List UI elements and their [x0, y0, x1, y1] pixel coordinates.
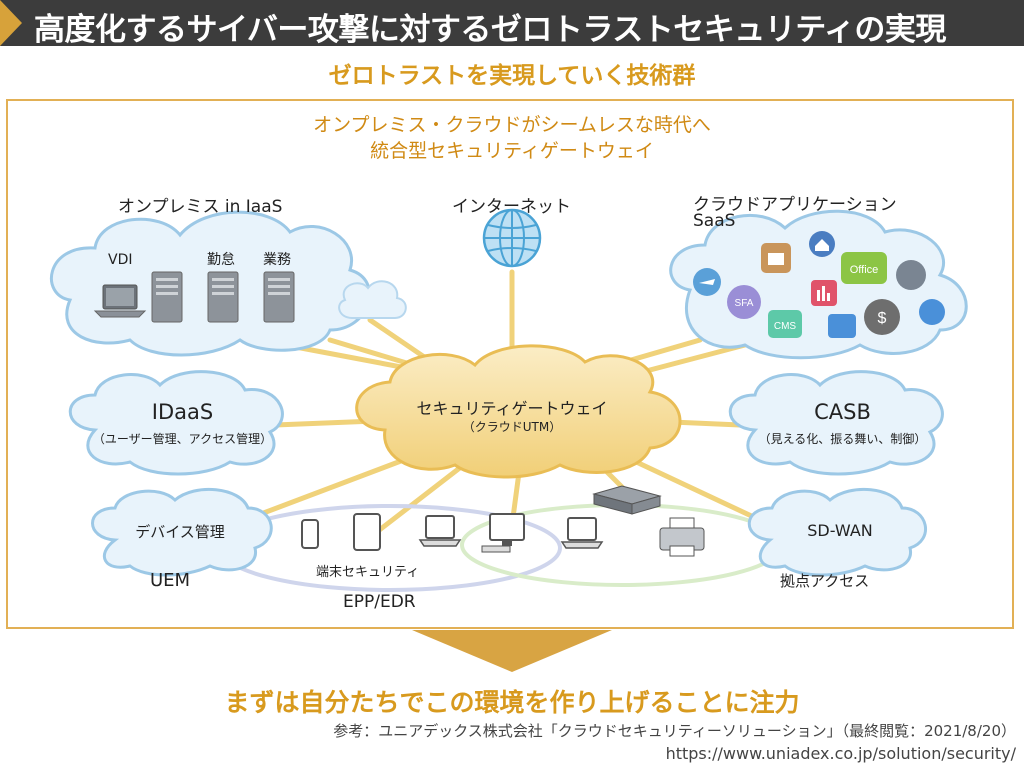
router-icon: [592, 485, 662, 515]
conclusion-text: まずは自分たちでこの環境を作り上げることに注力: [224, 688, 800, 717]
vdi-label: VDI: [108, 252, 133, 268]
smartphone-icon: [301, 519, 319, 549]
server-icon-3: [263, 271, 295, 323]
desktop-pc-icon: [481, 513, 525, 553]
saas-app-icons: Office SFA CMS $: [693, 231, 945, 338]
app-sfa-icon: [727, 285, 761, 319]
gateway-cloud: [355, 344, 682, 479]
endpoint-security-label: 端末セキュリティ: [316, 565, 420, 580]
dollar-bag-icon: [864, 299, 900, 335]
uem-label: UEM: [150, 570, 191, 591]
device-mgmt-label: デバイス管理: [135, 523, 225, 541]
laptop-icon: [93, 284, 147, 318]
idaas-cloud: [68, 370, 284, 476]
app-office-label: Office: [850, 264, 879, 276]
down-arrow-icon: [412, 630, 612, 672]
diagram-frame: [6, 99, 1014, 629]
printer-icon: [659, 517, 705, 557]
tablet-icon: [353, 513, 381, 551]
reference-line1: 参考：ユニアデックス株式会社「クラウドセキュリティーソリューション」（最終閲覧：…: [333, 722, 1016, 740]
header-banner: 高度化するサイバー攻撃に対するゼロトラストセキュリティの実現: [0, 0, 1024, 48]
branch-access-label: 拠点アクセス: [780, 572, 870, 590]
svg-text:$: $: [878, 310, 887, 327]
casb-cloud: [728, 370, 944, 476]
sdwan-cloud: [747, 487, 927, 577]
frame-heading-line1: オンプレミス・クラウドがシームレスな時代へ: [313, 114, 711, 136]
folder-icon: [828, 314, 856, 338]
saas-label: SaaS: [693, 211, 736, 231]
app-cms-label: CMS: [774, 321, 797, 332]
app-office-icon: [841, 252, 887, 284]
onprem-title: オンプレミス in IaaS: [118, 197, 283, 217]
laptop-icon-endpoint: [418, 515, 462, 547]
cloudapp-title: クラウドアプリケーション: [693, 195, 897, 215]
business-label: 業務: [263, 252, 291, 268]
server-icon-2: [207, 271, 239, 323]
globe-icon: [482, 208, 542, 268]
small-cloud-icon: [338, 280, 407, 319]
cloud-upload-icon: [919, 299, 945, 325]
attendance-label: 勤怠: [207, 252, 235, 268]
page-title: 高度化するサイバー攻撃に対するゼロトラストセキュリティの実現: [34, 12, 946, 48]
gateway-sub: （クラウドUTM）: [462, 420, 562, 434]
epp-edr-label: EPP/EDR: [343, 592, 416, 612]
laptop-icon-branch: [560, 517, 604, 549]
device-mgmt-cloud: [91, 487, 273, 577]
idaas-title: IDaaS: [151, 400, 214, 424]
app-sfa-label: SFA: [735, 298, 754, 309]
sdwan-label: SD-WAN: [807, 521, 873, 540]
casb-title: CASB: [814, 400, 871, 424]
section-subtitle: ゼロトラストを実現していく技術群: [328, 63, 696, 89]
frame-heading-line2: 統合型セキュリティゲートウェイ: [370, 140, 654, 162]
app-cms-icon: [768, 310, 802, 338]
gateway-title: セキュリティゲートウェイ: [416, 399, 608, 418]
casb-sub: （見える化、振る舞い、制御）: [758, 432, 927, 446]
internet-label: インターネット: [452, 197, 571, 217]
cctv-icon: [896, 260, 926, 290]
idaas-sub: （ユーザー管理、アクセス管理）: [92, 432, 273, 446]
server-icon-1: [151, 271, 183, 323]
header-triangle-icon: [0, 0, 22, 46]
reference-url: https://www.uniadex.co.jp/solution/secur…: [665, 744, 1016, 763]
